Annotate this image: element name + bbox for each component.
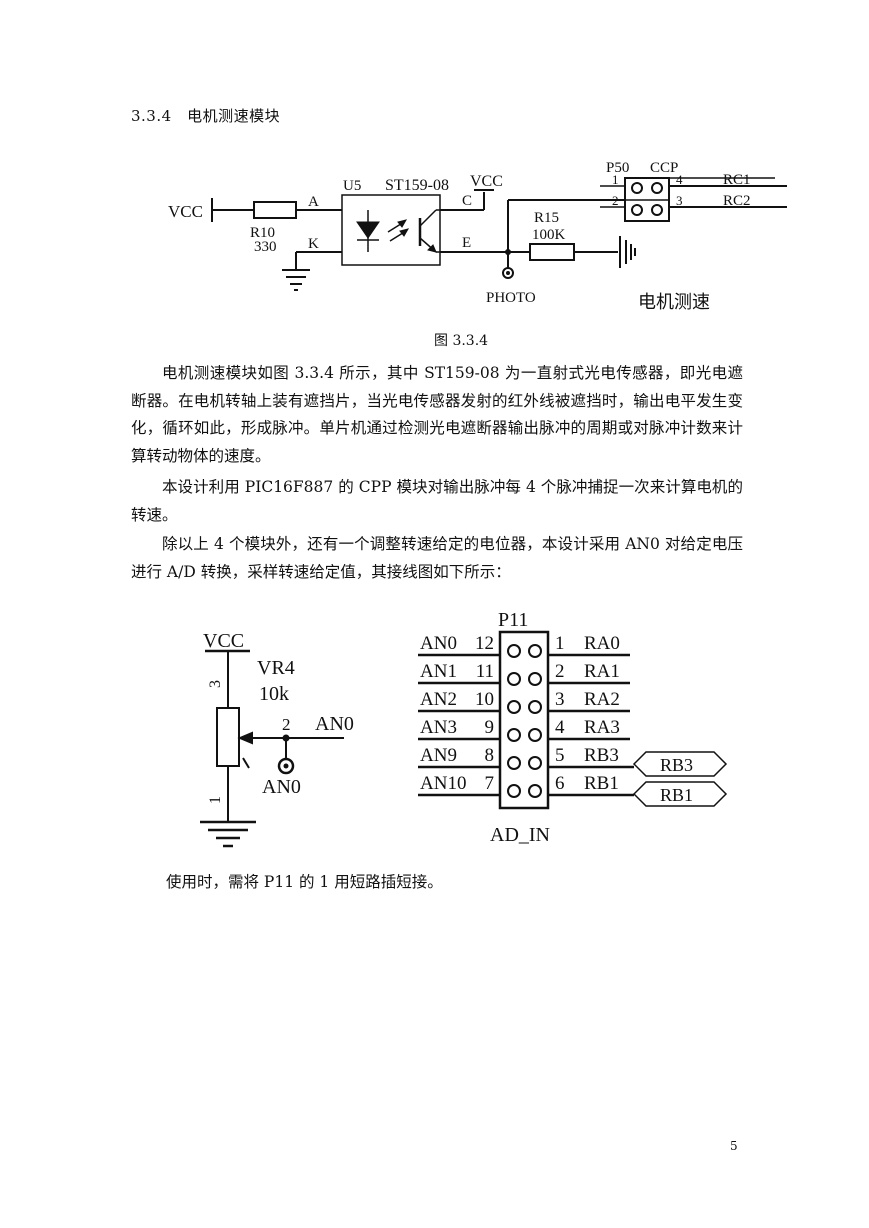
- speed-sensor-schematic: VCC R10 330 A K U5 ST159-08 VCC C E R15 …: [168, 160, 787, 313]
- header-left-label: AN0: [420, 633, 457, 654]
- header-pin-right: [528, 784, 542, 798]
- vcc-label-left: VCC: [168, 202, 203, 221]
- header-pin-left: [507, 700, 521, 714]
- paragraph-3: 除以上 4 个模块外，还有一个调整转速给定的电位器，本设计采用 AN0 对给定电…: [131, 535, 743, 581]
- header-left-pin-number: 9: [485, 717, 495, 738]
- p50-label: P50: [606, 160, 629, 176]
- header-left-pin-number: 11: [476, 661, 494, 682]
- pin-a-label: A: [308, 194, 319, 210]
- header-right-pin-number: 5: [555, 745, 565, 766]
- ad-in-label: AD_IN: [490, 824, 550, 846]
- header-pin-right: [528, 644, 542, 658]
- header-right-label: RA0: [584, 633, 620, 654]
- r10-name: R10: [250, 225, 275, 241]
- photo-test-point: [502, 267, 514, 279]
- header-left-pin-number: 7: [485, 773, 495, 794]
- header-pin-left: [507, 644, 521, 658]
- vcc-label-top: VCC: [470, 173, 503, 190]
- figure-caption: 图 3.3.4: [434, 333, 489, 349]
- header-left-label: AN1: [420, 661, 457, 682]
- junction-dot: [505, 249, 511, 255]
- header-left-pin-number: 10: [475, 689, 494, 710]
- an0-port-label: AN0: [262, 776, 301, 798]
- usage-note: 使用时，需将 P11 的 1 用短路插短接。: [166, 873, 443, 891]
- header-pin-right: [528, 728, 542, 742]
- u5-label: U5: [343, 178, 361, 194]
- header-pin-left: [507, 728, 521, 742]
- sensor-part-label: ST159-08: [385, 177, 449, 194]
- header-right-label: RA1: [584, 661, 620, 682]
- vcc-label: VCC: [203, 630, 244, 652]
- header-pin-right: [528, 756, 542, 770]
- pot-pin-1: 1: [207, 796, 224, 804]
- header-left-pin-number: 8: [485, 745, 495, 766]
- pot-pin-3: 3: [207, 680, 224, 688]
- r15-value: 100K: [532, 227, 566, 243]
- header-right-label: RB1: [584, 773, 619, 794]
- header-right-pin-number: 2: [555, 661, 565, 682]
- header-left-label: AN10: [420, 773, 466, 794]
- photo-label: PHOTO: [486, 290, 536, 306]
- p50-pin-1: 1: [612, 172, 619, 187]
- rc1-label: RC1: [723, 172, 751, 188]
- header-pin-left: [507, 784, 521, 798]
- header-pin-right: [528, 672, 542, 686]
- pin-e-label: E: [462, 235, 471, 251]
- vr4-value: 10k: [259, 683, 289, 705]
- header-right-label: RA3: [584, 717, 620, 738]
- header-pin-right: [528, 700, 542, 714]
- page-number: 5: [730, 1139, 738, 1153]
- header-right-pin-number: 4: [555, 717, 565, 738]
- rb3-port-label: RB3: [660, 755, 693, 775]
- p50-pin-3: 3: [676, 193, 683, 208]
- header-right-pin-number: 1: [555, 633, 565, 654]
- header-left-pin-number: 12: [475, 633, 494, 654]
- header-right-label: RA2: [584, 689, 620, 710]
- header-right-pin-number: 6: [555, 773, 565, 794]
- section-heading: 3.3.4 电机测速模块: [131, 107, 281, 125]
- ccp-label: CCP: [650, 160, 678, 176]
- rc2-label: RC2: [723, 193, 751, 209]
- vr4-label: VR4: [257, 657, 295, 679]
- pin-k-label: K: [308, 236, 319, 252]
- header-left-label: AN3: [420, 717, 457, 738]
- paragraph-1: 电机测速模块如图 3.3.4 所示，其中 ST159-08 为一直射式光电传感器…: [131, 364, 743, 465]
- an0-net-label: AN0: [315, 713, 354, 735]
- p50-pin-2: 2: [612, 193, 619, 208]
- rb1-port-label: RB1: [660, 785, 693, 805]
- paragraph-2: 本设计利用 PIC16F887 的 CPP 模块对输出脉冲每 4 个脉冲捕捉一次…: [131, 478, 743, 524]
- header-pin-left: [507, 756, 521, 770]
- schematic-title: 电机测速: [638, 292, 710, 313]
- r15-name: R15: [534, 210, 559, 226]
- pin-c-label: C: [462, 193, 472, 209]
- p11-label: P11: [498, 609, 528, 631]
- header-right-pin-number: 3: [555, 689, 565, 710]
- r10-value: 330: [254, 239, 277, 255]
- header-pin-left: [507, 672, 521, 686]
- header-left-label: AN9: [420, 745, 457, 766]
- pot-pin-2: 2: [282, 715, 291, 734]
- header-right-label: RB3: [584, 745, 619, 766]
- an0-test-point: [277, 757, 295, 775]
- p50-pin-4: 4: [676, 172, 683, 187]
- header-left-label: AN2: [420, 689, 457, 710]
